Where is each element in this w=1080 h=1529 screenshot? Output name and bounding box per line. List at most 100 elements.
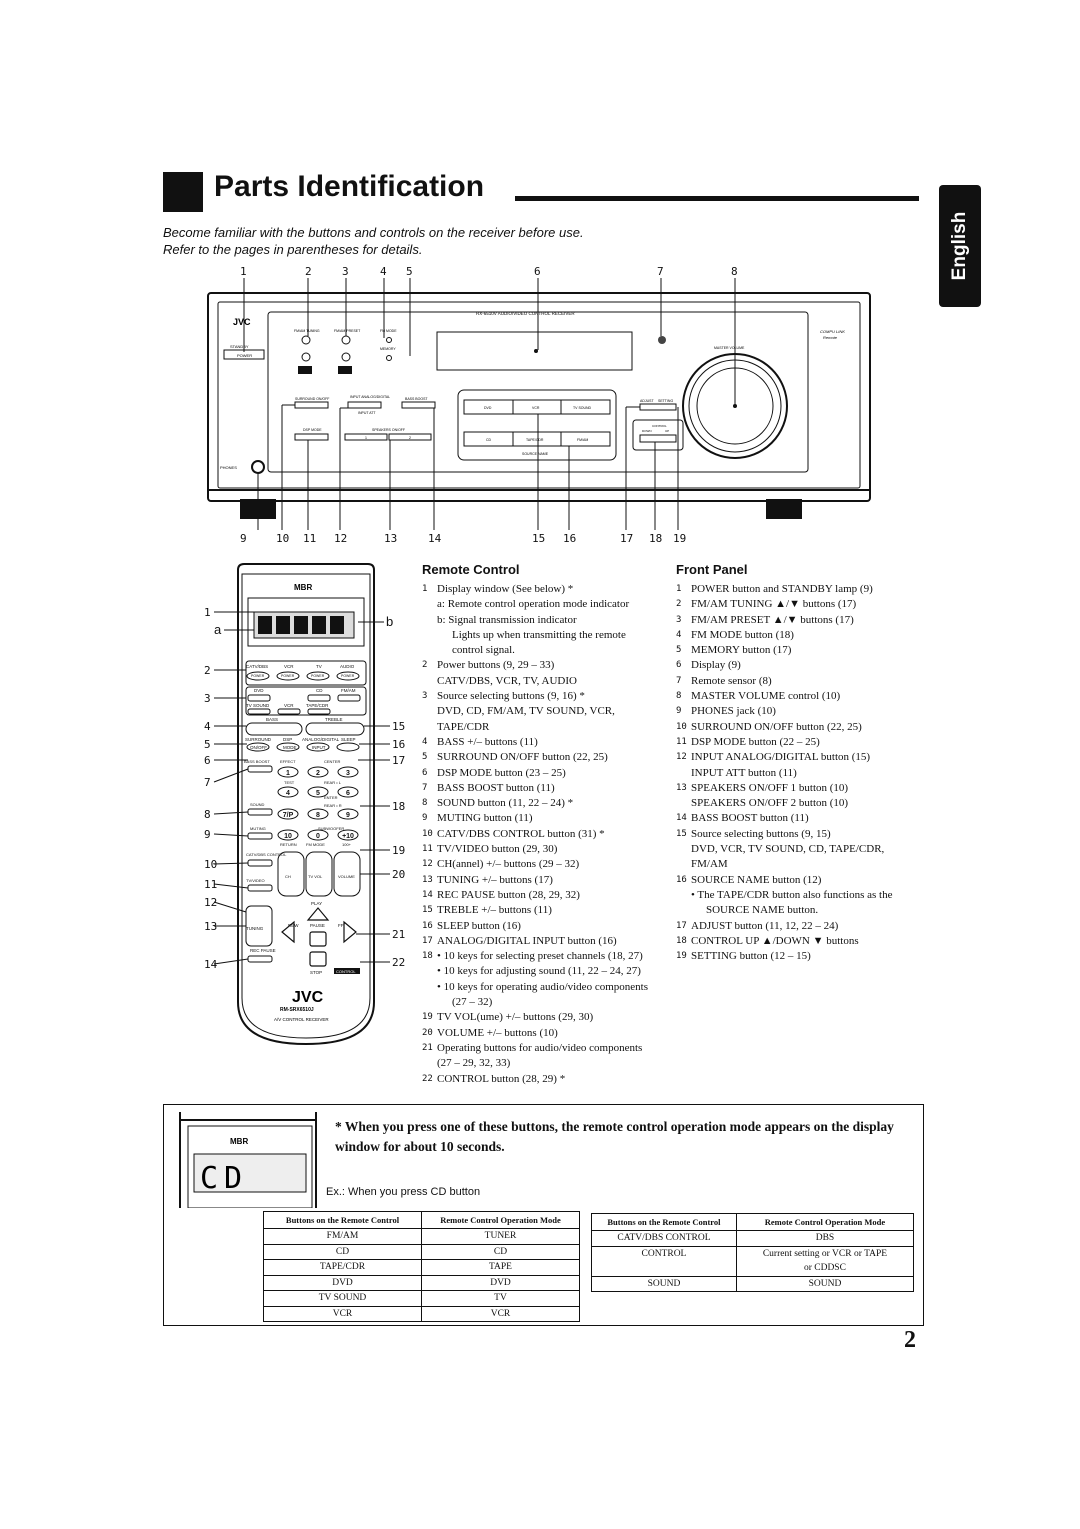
table-cell: CATV/DBS CONTROL <box>591 1230 737 1247</box>
tuning-down-button[interactable] <box>301 352 311 362</box>
callout-8: 8 <box>731 265 738 278</box>
item-text: MASTER VOLUME control (10) <box>691 690 841 703</box>
power-label: POWER <box>237 353 252 358</box>
audio-power-button[interactable] <box>336 671 360 681</box>
front-panel-heading: Front Panel <box>676 562 748 577</box>
item-number: 4 <box>422 736 428 747</box>
tv-vol-label: TV VOL <box>308 874 323 879</box>
item-number: 15 <box>422 905 433 916</box>
remote-brand: JVC <box>292 989 324 1006</box>
table-cell: TV <box>421 1290 580 1307</box>
list-item: CATV/DBS, VCR, TV, AUDIO <box>437 674 577 687</box>
item-text: SETTING button (12 – 15) <box>691 950 811 963</box>
source-name-label: SOURCE NAME <box>522 452 549 456</box>
speakers-1-button[interactable] <box>344 433 388 441</box>
item-text: DSP MODE button (23 – 25) <box>437 766 566 779</box>
item-text: Display (9) <box>691 659 741 672</box>
dsp-label: DSP <box>283 737 292 742</box>
control-remote-button[interactable] <box>334 968 360 974</box>
key-10[interactable]: 10 <box>284 833 292 840</box>
tv-vol-buttons[interactable] <box>305 851 333 897</box>
preset-down-button[interactable] <box>341 352 351 362</box>
table-cell: VCR <box>421 1306 580 1322</box>
key-plus10[interactable]: +10 <box>342 833 354 840</box>
key-9[interactable]: 9 <box>346 812 350 819</box>
ch-buttons[interactable] <box>277 851 305 897</box>
surround-label: SURROUND <box>245 737 272 742</box>
key-8[interactable]: 8 <box>316 812 320 819</box>
up-label: UP <box>665 429 669 433</box>
item-number: 11 <box>676 736 687 747</box>
control-remote-label: CONTROL <box>336 969 356 974</box>
item-text: TV/VIDEO button (29, 30) <box>437 843 558 856</box>
item-text: TV VOL(ume) +/– buttons (29, 30) <box>437 1011 594 1024</box>
callout-11: 11 <box>303 532 316 545</box>
control-up-down-buttons[interactable] <box>639 434 677 443</box>
stop-button[interactable] <box>309 951 327 967</box>
callout-14: 14 <box>428 532 442 545</box>
speakers-onoff-label: SPEAKERS ON/OFF <box>372 428 405 432</box>
catv-power-button[interactable] <box>246 671 270 681</box>
control-label: CONTROL <box>652 424 667 428</box>
ff-button[interactable] <box>343 920 357 944</box>
input-analog-digital-button[interactable] <box>347 401 382 409</box>
vcr-power-label: VCR <box>284 664 294 669</box>
play-button[interactable] <box>306 907 330 921</box>
key-0[interactable]: 0 <box>316 833 320 840</box>
source-vcr-label: VCR <box>532 406 540 410</box>
mode-label: MODE <box>283 745 297 750</box>
remote-subtitle: A/V CONTROL RECEIVER <box>274 1017 329 1022</box>
audio-power-label: AUDIO <box>340 664 355 669</box>
rec-pause-label: REC PAUSE <box>250 948 276 953</box>
item-text: SURROUND ON/OFF button (22, 25) <box>691 720 862 733</box>
item-number: 7 <box>422 782 428 793</box>
subwoofer-label: SUBWOOFER <box>318 826 344 831</box>
treble-buttons[interactable] <box>305 722 365 736</box>
item-text: Power buttons (9, 29 – 33) <box>437 659 555 672</box>
item-number: 3 <box>422 691 428 702</box>
callout-5: 5 <box>406 265 413 278</box>
key-3[interactable]: 3 <box>346 770 350 777</box>
item-text: PHONES jack (10) <box>691 705 776 718</box>
jvc-logo: JVC <box>233 317 251 327</box>
item-number: 1 <box>422 584 428 594</box>
bass-buttons[interactable] <box>245 722 303 736</box>
key-6[interactable]: 6 <box>346 790 350 797</box>
item-text: FM/AM PRESET ▲/▼ buttons (17) <box>691 613 854 626</box>
table-cell <box>591 1261 737 1277</box>
rew-button[interactable] <box>281 920 295 944</box>
item-number: 11 <box>422 844 433 855</box>
fm-am-preset-label: FM/AM PRESET <box>334 329 361 333</box>
item-text: CONTROL button (28, 29) * <box>437 1072 566 1085</box>
bass-boost-button[interactable] <box>401 401 436 409</box>
dsp-mode-button[interactable] <box>294 433 329 441</box>
pause-button[interactable] <box>309 931 327 947</box>
remote-callout-19: 19 <box>392 844 405 857</box>
key-2[interactable]: 2 <box>316 770 320 777</box>
key-4[interactable]: 4 <box>286 790 290 797</box>
speakers-2-button[interactable] <box>388 433 432 441</box>
source-dvd-label: DVD <box>484 406 492 410</box>
tv-power-button[interactable] <box>306 671 330 681</box>
table-cell: TAPE/CDR <box>263 1259 422 1276</box>
table-header: Buttons on the Remote Control <box>263 1211 422 1229</box>
tuning-up-button[interactable] <box>301 335 311 345</box>
memory-button[interactable] <box>386 355 392 361</box>
item-number: 8 <box>676 691 682 702</box>
key-7[interactable]: 7/P <box>283 812 294 819</box>
key-5[interactable]: 5 <box>316 790 320 797</box>
key-1[interactable]: 1 <box>286 770 290 777</box>
speakers-2-label: 2 <box>409 436 411 440</box>
vcr-power-button[interactable] <box>276 671 300 681</box>
fm-mode-button[interactable] <box>386 337 392 343</box>
bass-boost-label: BASS BOOST <box>405 397 428 401</box>
